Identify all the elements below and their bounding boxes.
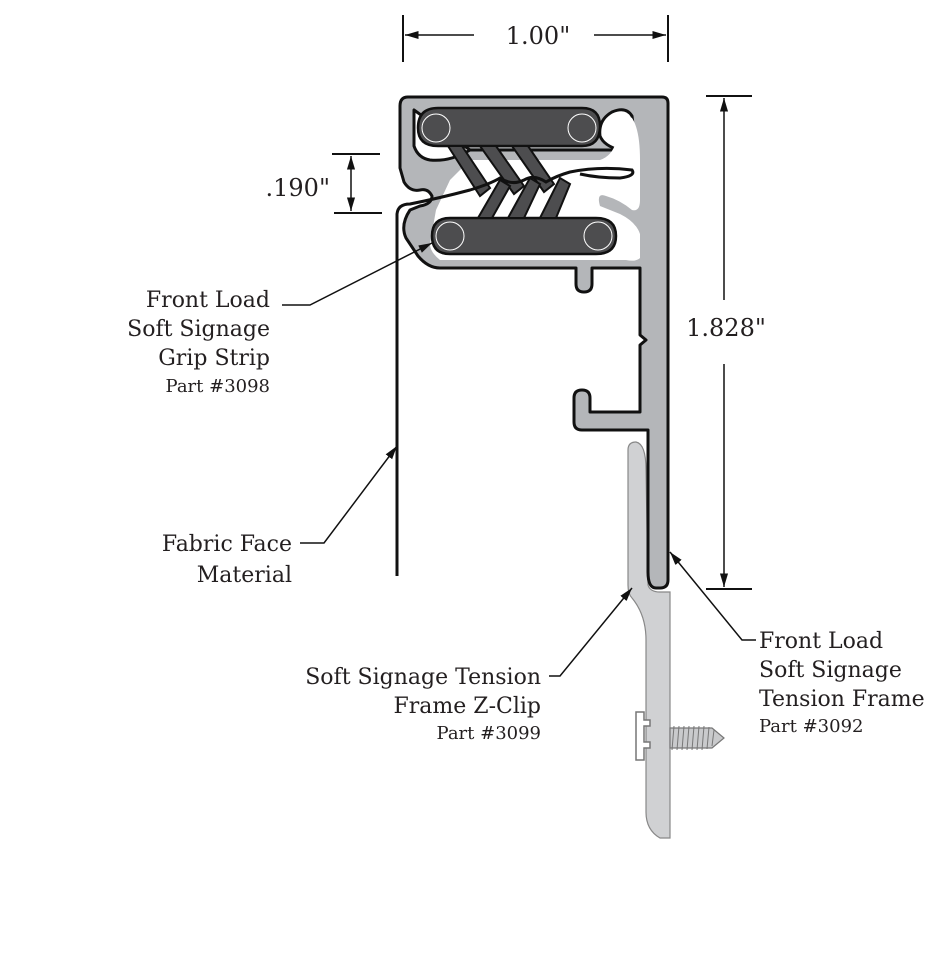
z-clip-part: [627, 441, 671, 839]
label-tension-frame: Front Load Soft Signage Tension Frame Pa…: [759, 629, 925, 737]
leader-fabric: [300, 445, 398, 544]
dimension-width-value: 1.00": [506, 22, 570, 50]
label-fabric: Fabric Face Material: [162, 532, 292, 588]
dimension-height-value: 1.828": [686, 314, 766, 342]
leader-z-clip: [549, 587, 633, 677]
fabric-face-material: [395, 166, 635, 576]
svg-text:Part #3098: Part #3098: [166, 376, 270, 397]
svg-text:Material: Material: [197, 563, 292, 588]
dimension-gap: .190": [266, 153, 382, 214]
svg-text:Tension Frame: Tension Frame: [759, 687, 925, 712]
dimension-height: 1.828": [686, 95, 766, 590]
svg-text:Soft Signage: Soft Signage: [759, 658, 902, 683]
svg-text:Fabric Face: Fabric Face: [162, 532, 292, 557]
leader-grip-strip: [282, 242, 433, 306]
grip-strip-part: [416, 106, 618, 256]
svg-text:Front Load: Front Load: [146, 288, 270, 313]
svg-text:Front Load: Front Load: [759, 629, 883, 654]
dimension-width: 1.00": [402, 15, 669, 62]
label-grip-strip: Front Load Soft Signage Grip Strip Part …: [127, 288, 270, 397]
label-z-clip: Soft Signage Tension Frame Z-Clip Part #…: [305, 665, 541, 744]
svg-text:Frame Z-Clip: Frame Z-Clip: [394, 694, 541, 719]
screw-icon: [635, 711, 725, 761]
svg-text:Part #3092: Part #3092: [759, 716, 863, 737]
svg-text:Soft Signage: Soft Signage: [127, 317, 270, 342]
svg-text:Part #3099: Part #3099: [437, 723, 541, 744]
leader-tension-frame: [669, 551, 756, 641]
svg-text:Grip Strip: Grip Strip: [158, 346, 270, 371]
svg-text:Soft Signage Tension: Soft Signage Tension: [305, 665, 541, 690]
dimension-gap-value: .190": [266, 174, 330, 202]
